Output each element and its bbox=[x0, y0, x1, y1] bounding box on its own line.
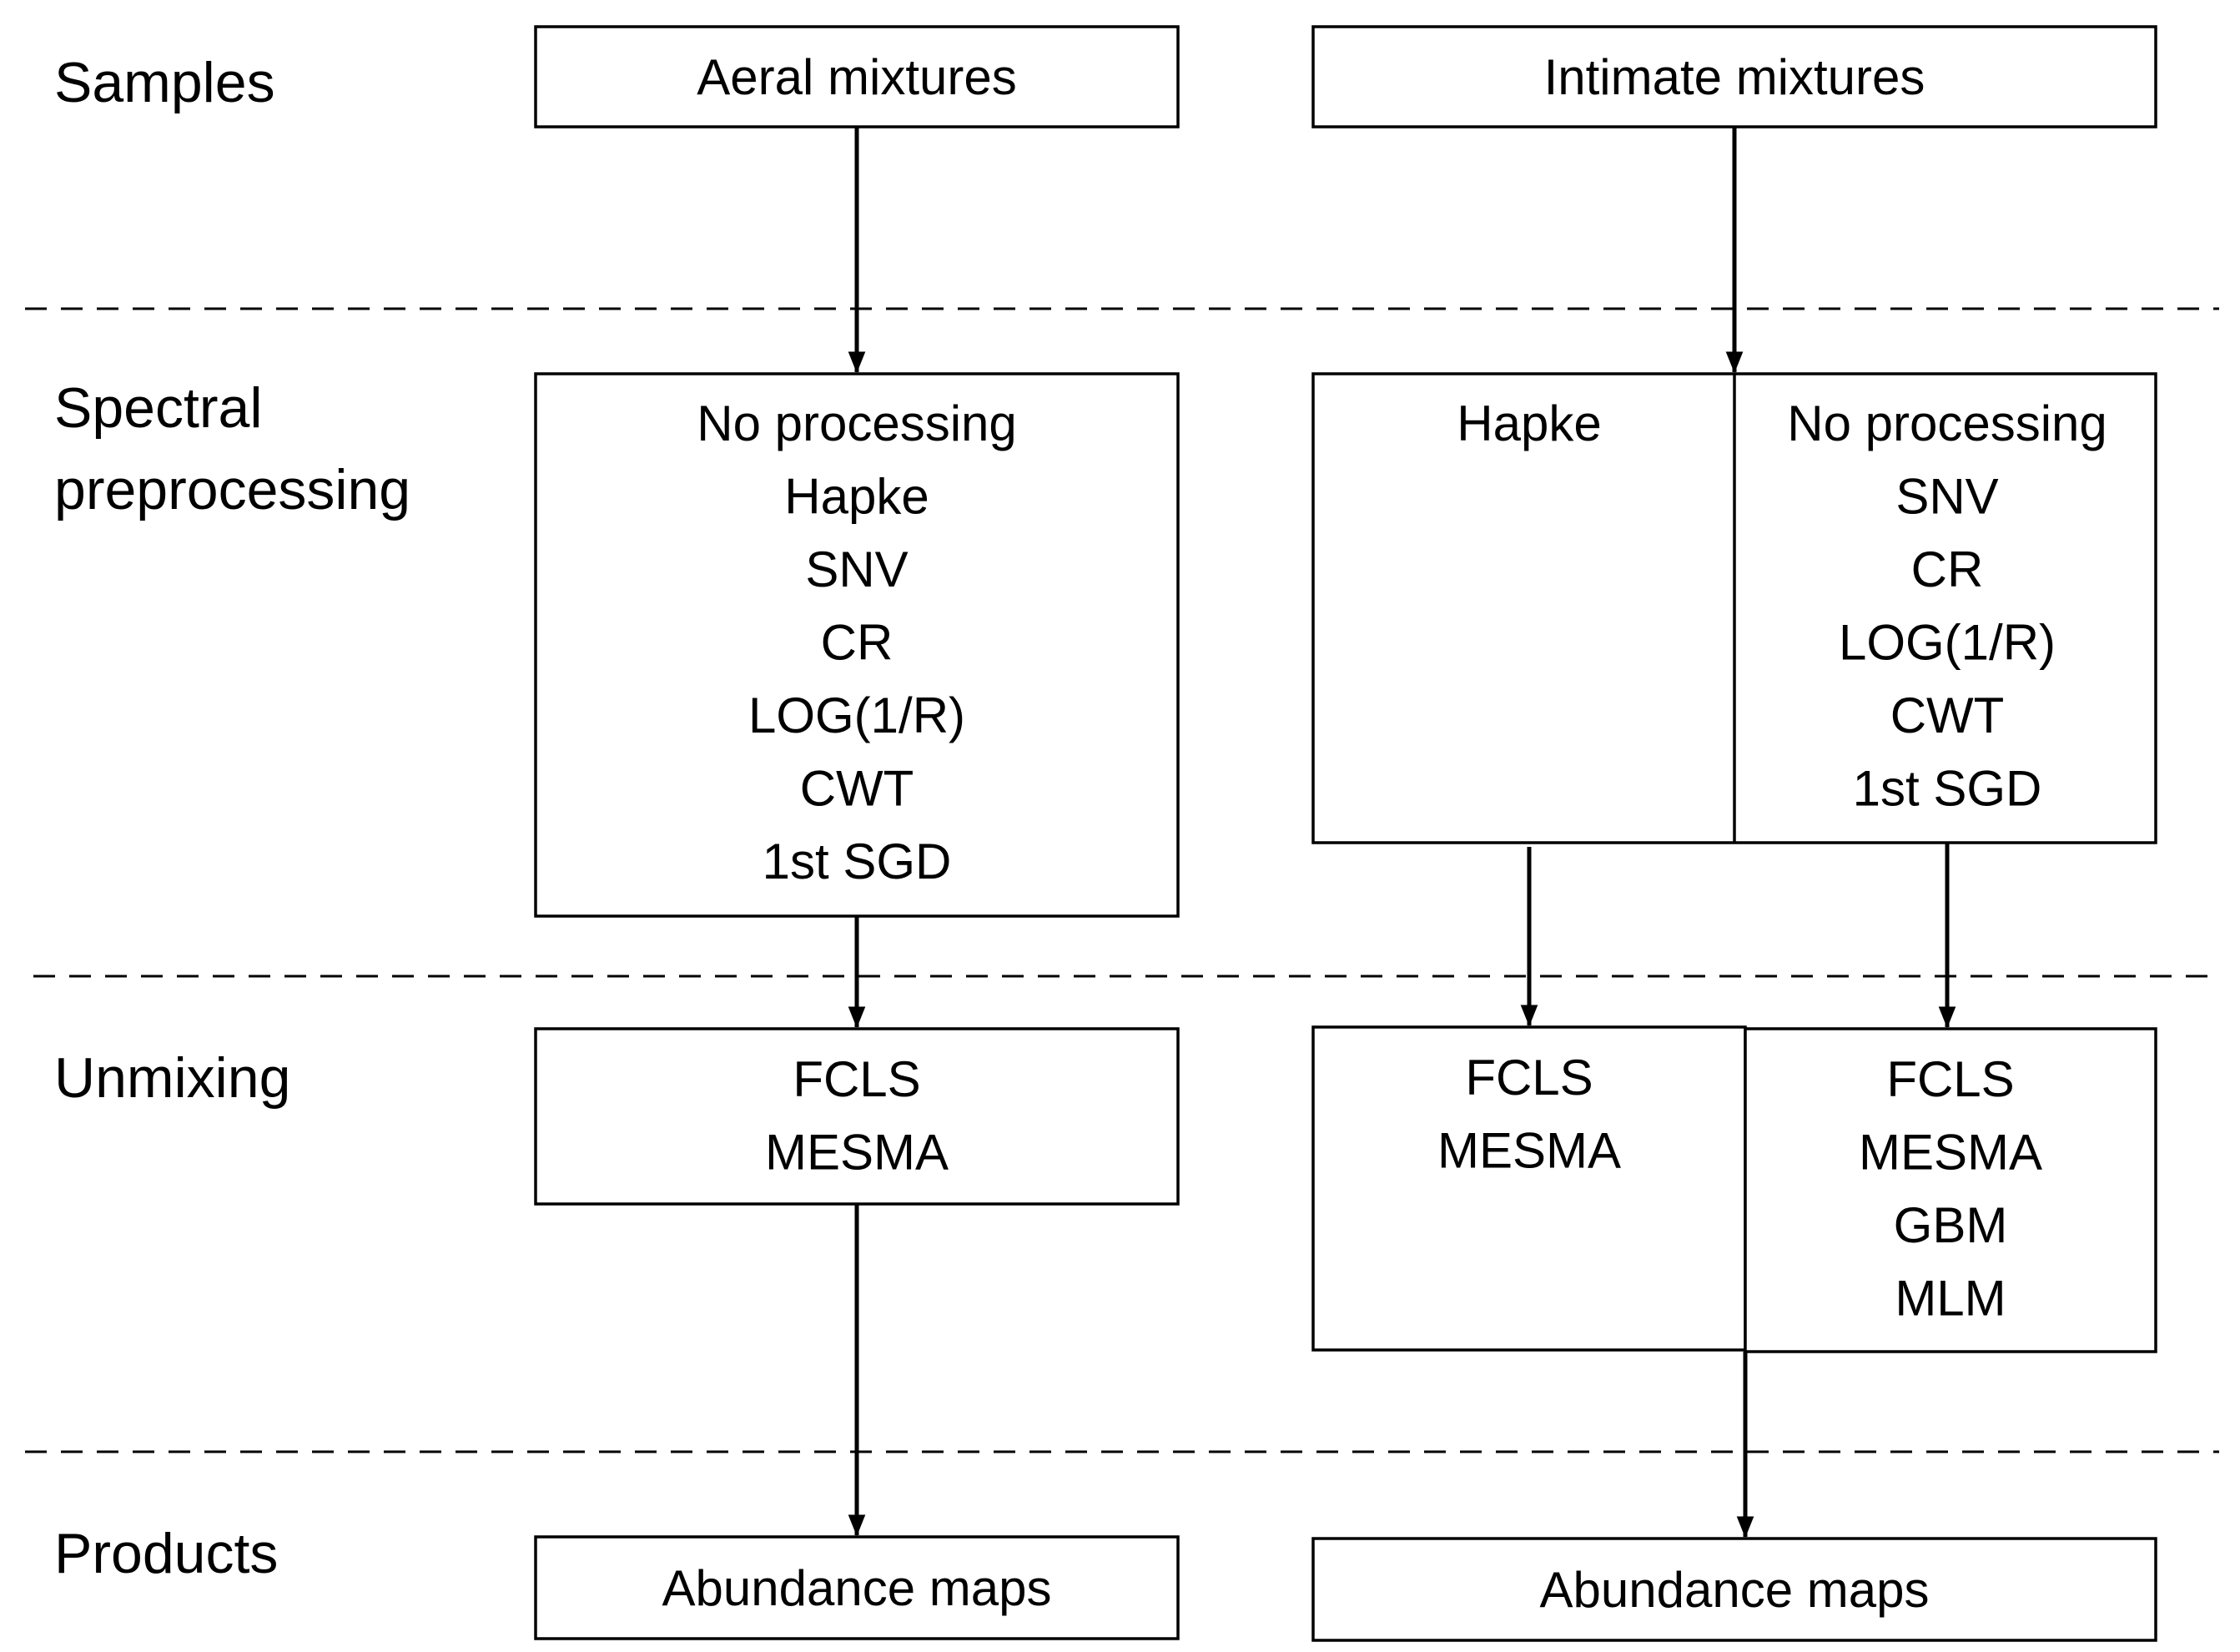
intimate-preprocessing-hapke-item: Hapke bbox=[1457, 395, 1601, 451]
intimate-unmixing-left-methods: FCLS MESMA bbox=[1437, 1050, 1621, 1179]
aeral-preprocessing-methods-item: CR bbox=[821, 615, 893, 671]
aeral-preprocessing-methods-item: 1st SGD bbox=[763, 834, 952, 889]
aeral-preprocessing-methods-item: No processing bbox=[697, 395, 1017, 451]
intimate-product-label: Abundance maps bbox=[1540, 1562, 1930, 1618]
intimate-unmixing-left-box bbox=[1311, 1025, 1747, 1352]
intimate-preprocessing-hapke: Hapke bbox=[1457, 395, 1601, 451]
stage-label-spectral: Spectral bbox=[54, 376, 262, 440]
intimate-preprocessing-methods-item: No processing bbox=[1787, 395, 2107, 451]
intimate-preprocessing-methods-item: LOG(1/R) bbox=[1839, 615, 2056, 671]
aeral-product-box bbox=[534, 1535, 1180, 1640]
intimate-preprocessing-methods-item: SNV bbox=[1895, 469, 1998, 525]
intimate-unmixing-right-methods: FCLS MESMA GBM MLM bbox=[1859, 1051, 2042, 1327]
aeral-preprocessing-methods-item: Hapke bbox=[784, 469, 929, 525]
aeral-unmixing-methods-item: MESMA bbox=[765, 1125, 949, 1181]
intimate-unmixing-right-box bbox=[1744, 1027, 2157, 1353]
stage-label-samples: Samples bbox=[54, 51, 275, 114]
aeral-unmixing-methods: FCLS MESMA bbox=[765, 1051, 949, 1181]
aeral-unmixing-methods-item: FCLS bbox=[793, 1051, 920, 1107]
aeral-unmixing-box bbox=[534, 1027, 1180, 1206]
intimate-unmixing-right-methods-item: FCLS bbox=[1886, 1051, 2014, 1107]
aeral-preprocessing-methods-item: CWT bbox=[800, 761, 914, 817]
aeral-product-label: Abundance maps bbox=[662, 1560, 1052, 1616]
aeral-sample-box bbox=[534, 25, 1180, 128]
intimate-product-box bbox=[1311, 1537, 2157, 1642]
aeral-preprocessing-methods-item: SNV bbox=[805, 541, 908, 597]
intimate-preprocessing-methods-item: 1st SGD bbox=[1853, 761, 2042, 817]
stage-label-unmixing: Unmixing bbox=[54, 1046, 290, 1110]
stage-label-preprocessing: preprocessing bbox=[54, 458, 410, 521]
intimate-preprocessing-methods-item: CWT bbox=[1890, 687, 2005, 743]
intimate-sample-box bbox=[1311, 25, 2157, 128]
intimate-preprocessing-methods-item: CR bbox=[1911, 541, 1984, 597]
aeral-preprocessing-methods-item: LOG(1/R) bbox=[748, 687, 965, 743]
intimate-unmixing-left-methods-item: MESMA bbox=[1437, 1123, 1621, 1179]
intimate-sample-label: Intimate mixtures bbox=[1544, 49, 1925, 105]
aeral-preprocessing-box bbox=[534, 372, 1180, 918]
intimate-unmixing-right-methods-item: GBM bbox=[1894, 1197, 2008, 1253]
intimate-unmixing-right-methods-item: MLM bbox=[1895, 1271, 2006, 1327]
intimate-unmixing-left-methods-item: FCLS bbox=[1465, 1050, 1593, 1106]
stage-label-products: Products bbox=[54, 1522, 278, 1585]
intimate-unmixing-right-methods-item: MESMA bbox=[1859, 1125, 2042, 1181]
aeral-sample-label: Aeral mixtures bbox=[697, 49, 1016, 105]
